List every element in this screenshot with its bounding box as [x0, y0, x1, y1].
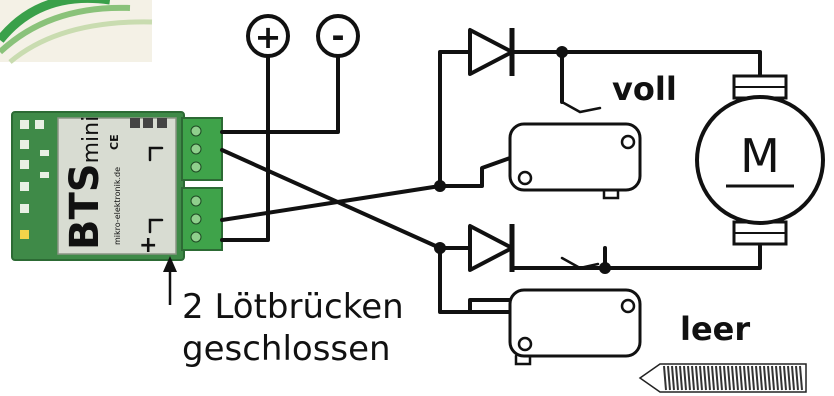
wire-plus — [220, 54, 270, 242]
rod-thread-line — [691, 365, 695, 391]
wire-minus — [220, 54, 340, 134]
rod-thread-line — [783, 365, 787, 391]
threaded-rod — [638, 363, 807, 393]
rod-thread-line — [799, 365, 803, 391]
module-brand-main: BTS — [62, 163, 108, 250]
microswitch-upper — [508, 100, 642, 200]
rod-thread-line — [735, 365, 739, 391]
module-pads — [20, 120, 49, 239]
rod-thread-line — [695, 365, 699, 391]
solder-jumpers — [148, 146, 164, 234]
rod-thread-line — [775, 365, 779, 391]
bts-mini-module: BTSmini mikro-elektronik.de CE + — [11, 111, 223, 261]
wire-lower-switch — [468, 298, 512, 314]
rod-thread-line — [739, 365, 743, 391]
wire-lower-right — [510, 244, 762, 270]
terminal-block-lower — [181, 187, 223, 251]
wire-upper-left — [438, 50, 472, 188]
rod-thread-line — [795, 365, 799, 391]
rod-thread-line — [687, 365, 691, 391]
wire-upper-switch — [438, 156, 512, 188]
rod-thread-line — [751, 365, 755, 391]
wire-lower-left — [438, 246, 512, 314]
rod-thread-line — [667, 365, 671, 391]
rod-thread-line — [727, 365, 731, 391]
rod-thread-line — [679, 365, 683, 391]
rod-thread-line — [711, 365, 715, 391]
rod-thread-line — [731, 365, 735, 391]
note-arrow — [163, 256, 177, 305]
module-brand-sub: mini — [79, 116, 104, 164]
rod-thread-line — [791, 365, 795, 391]
wire-cross-b — [220, 184, 442, 222]
wires — [220, 50, 762, 314]
module-chips — [130, 118, 167, 128]
diode-lower — [468, 224, 515, 272]
label-full: voll — [612, 70, 677, 108]
diode-upper — [468, 28, 515, 76]
rod-thread-line — [683, 365, 687, 391]
rod-thread-line — [771, 365, 775, 391]
supply-minus-terminal: - — [316, 14, 360, 58]
rod-thread-line — [779, 365, 783, 391]
rod-thread-line — [699, 365, 703, 391]
junction-dots — [434, 46, 611, 274]
rod-thread-line — [671, 365, 675, 391]
module-brand: BTSmini — [62, 116, 108, 250]
corner-decoration — [0, 0, 153, 64]
note-line1: 2 Lötbrücken — [182, 287, 404, 327]
rod-thread-line — [703, 365, 707, 391]
rod-thread-line — [707, 365, 711, 391]
label-empty: leer — [680, 310, 750, 348]
rod-thread-line — [755, 365, 759, 391]
module-plus-mark: + — [139, 233, 157, 258]
rod-thread-line — [715, 365, 719, 391]
terminal-block-upper — [181, 117, 223, 181]
rod-thread-line — [763, 365, 767, 391]
note-line2: geschlossen — [182, 329, 391, 369]
rod-thread-line — [663, 365, 667, 391]
rod-thread-line — [675, 365, 679, 391]
rod-thread-line — [759, 365, 763, 391]
rod-thread-line — [723, 365, 727, 391]
rod-thread-line — [767, 365, 771, 391]
minus-label: - — [331, 17, 344, 55]
rod-thread-line — [747, 365, 751, 391]
module-tiny-text: mikro-elektronik.de — [113, 167, 122, 245]
microswitch-lower — [508, 256, 642, 366]
rod-thread-line — [719, 365, 723, 391]
motor: M — [695, 74, 825, 246]
rod-thread-line — [743, 365, 747, 391]
supply-plus-terminal: + — [246, 14, 290, 58]
wire-cross-a — [220, 148, 442, 250]
rod-thread-line — [787, 365, 791, 391]
module-ce-mark: CE — [108, 134, 121, 150]
plus-label: + — [255, 18, 282, 56]
motor-label: M — [740, 129, 780, 183]
